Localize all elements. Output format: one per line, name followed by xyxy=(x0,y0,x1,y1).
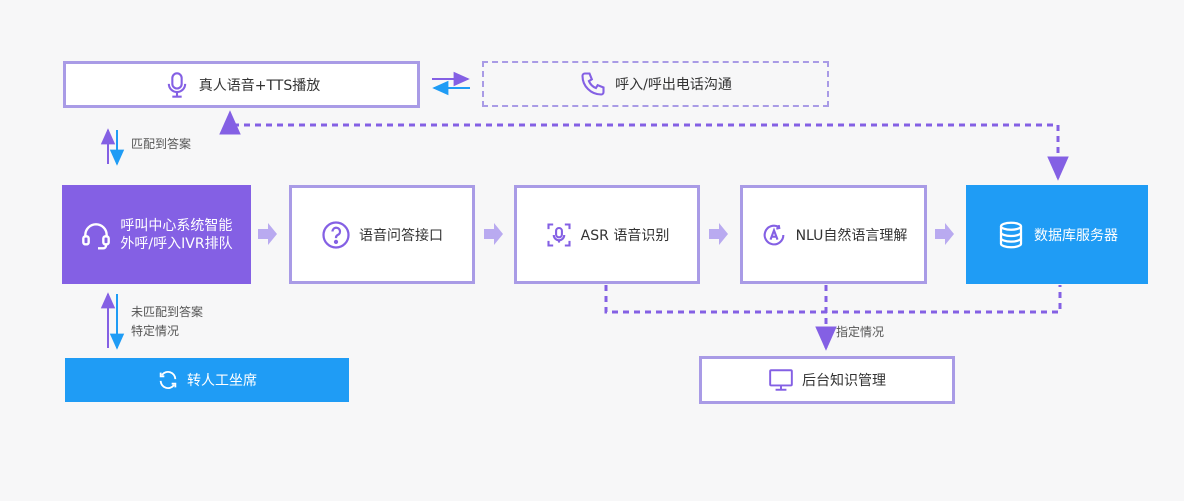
qa-interface-label: 语音问答接口 xyxy=(359,227,443,244)
qa-interface-node: 语音问答接口 xyxy=(289,185,475,284)
refresh-icon xyxy=(157,369,179,391)
agent-label: 转人工坐席 xyxy=(187,373,257,389)
db-to-playback-connector xyxy=(219,110,1060,175)
voice-recognition-icon xyxy=(545,221,573,249)
specific-note: 指定情况 xyxy=(836,325,885,339)
call-center-node: 呼叫中心系统智能 外呼/呼入IVR排队 xyxy=(62,185,251,284)
matched-arrows xyxy=(100,128,125,166)
exchange-arrows xyxy=(432,71,470,96)
call-center-line1: 呼叫中心系统智能 xyxy=(120,217,233,234)
unmatched-arrows xyxy=(100,292,125,350)
question-icon xyxy=(321,220,351,250)
call-center-line2: 外呼/呼入IVR排队 xyxy=(120,235,233,252)
database-label: 数据库服务器 xyxy=(1034,227,1118,244)
unmatched-note: 未匹配到答案 特定情况 xyxy=(131,305,204,338)
backend-node: 后台知识管理 xyxy=(699,356,955,404)
call-comm-label: 呼入/呼出电话沟通 xyxy=(615,77,732,93)
headset-icon xyxy=(80,219,112,251)
playback-label: 真人语音+TTS播放 xyxy=(198,77,321,94)
agent-node: 转人工坐席 xyxy=(65,358,349,402)
nlu-brain-icon xyxy=(760,221,788,249)
phone-icon xyxy=(579,70,607,98)
database-icon xyxy=(996,220,1026,250)
matched-note: 匹配到答案 xyxy=(131,137,192,151)
call-comm-node: 呼入/呼出电话沟通 xyxy=(482,61,829,107)
nlu-node: NLU自然语言理解 xyxy=(740,185,927,284)
monitor-icon xyxy=(768,367,794,393)
asr-node: ASR 语音识别 xyxy=(514,185,700,284)
nlu-label: NLU自然语言理解 xyxy=(795,227,908,244)
bottom-connector xyxy=(604,285,1062,314)
playback-node: 真人语音+TTS播放 xyxy=(63,61,420,108)
microphone-icon xyxy=(163,71,191,99)
backend-label: 后台知识管理 xyxy=(802,373,886,389)
database-node: 数据库服务器 xyxy=(966,185,1148,284)
asr-label: ASR 语音识别 xyxy=(580,227,670,244)
